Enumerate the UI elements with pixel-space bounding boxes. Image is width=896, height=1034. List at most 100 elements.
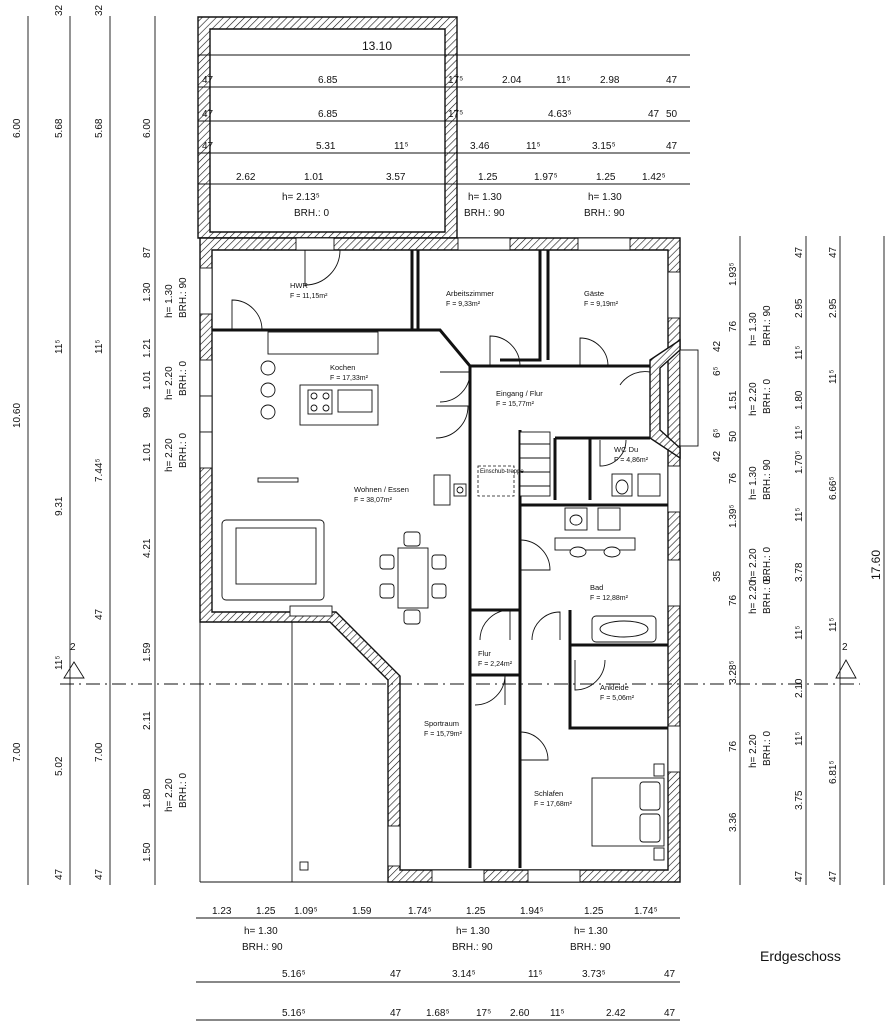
svg-text:11⁵: 11⁵ xyxy=(54,655,65,670)
svg-text:BRH.: 90: BRH.: 90 xyxy=(242,942,283,953)
svg-text:1.09⁵: 1.09⁵ xyxy=(294,906,318,917)
svg-text:3.15⁵: 3.15⁵ xyxy=(592,141,616,152)
svg-text:h= 2.20: h= 2.20 xyxy=(748,548,759,582)
svg-text:17⁵: 17⁵ xyxy=(448,75,463,86)
svg-text:47: 47 xyxy=(648,109,660,120)
svg-text:h= 1.30: h= 1.30 xyxy=(748,312,759,346)
svg-text:47: 47 xyxy=(666,141,678,152)
room-name-bad: Bad xyxy=(590,583,603,592)
bar-stool xyxy=(260,360,276,376)
room-name-sportraum: Sportraum xyxy=(424,719,459,728)
svg-text:3.28⁵: 3.28⁵ xyxy=(728,660,739,684)
svg-text:2.95: 2.95 xyxy=(794,298,805,318)
svg-text:47: 47 xyxy=(794,870,805,882)
svg-text:2.04: 2.04 xyxy=(502,75,522,86)
furniture xyxy=(221,331,665,871)
room-area-wohnen: F = 38,07m² xyxy=(354,497,393,504)
stair-hatch xyxy=(477,465,515,497)
svg-text:3.57: 3.57 xyxy=(386,172,406,183)
svg-text:1.25: 1.25 xyxy=(478,172,498,183)
svg-text:h= 2.20: h= 2.20 xyxy=(164,778,175,812)
svg-text:6.85: 6.85 xyxy=(318,75,338,86)
svg-text:5.31: 5.31 xyxy=(316,141,336,152)
garage-wall xyxy=(197,16,458,239)
room-name-wohnen: Wohnen / Essen xyxy=(354,485,409,494)
kitchen-counter xyxy=(267,331,379,355)
svg-text:BRH.: 0: BRH.: 0 xyxy=(178,361,189,396)
svg-text:h= 1.30: h= 1.30 xyxy=(244,926,278,937)
room-name-gaeste: Gäste xyxy=(584,289,604,298)
svg-text:11⁵: 11⁵ xyxy=(526,141,541,152)
svg-text:5.16⁵: 5.16⁵ xyxy=(282,1008,306,1019)
right-dimensions: 1.93⁵ 76 42 6⁵ 1.51 50 6⁵ 42 76 1.39⁵ 35… xyxy=(712,236,885,885)
svg-text:1.30: 1.30 xyxy=(142,282,153,302)
svg-text:1.01: 1.01 xyxy=(304,172,324,183)
svg-text:1.94⁵: 1.94⁵ xyxy=(520,906,544,917)
svg-text:2.10: 2.10 xyxy=(794,678,805,698)
svg-text:7.00: 7.00 xyxy=(94,742,105,762)
svg-text:6⁵: 6⁵ xyxy=(712,428,723,438)
svg-text:1.68⁵: 1.68⁵ xyxy=(426,1008,450,1019)
svg-text:1.39⁵: 1.39⁵ xyxy=(728,504,739,528)
svg-text:76: 76 xyxy=(728,472,739,484)
interior-walls xyxy=(212,250,668,868)
svg-text:1.21: 1.21 xyxy=(142,338,153,358)
svg-text:99: 99 xyxy=(142,406,153,418)
svg-text:50: 50 xyxy=(666,109,678,120)
svg-text:76: 76 xyxy=(728,740,739,752)
svg-text:3.75: 3.75 xyxy=(794,790,805,810)
svg-text:h= 2.20: h= 2.20 xyxy=(748,382,759,416)
svg-text:5.68: 5.68 xyxy=(94,118,105,138)
bar-stool xyxy=(260,404,276,420)
svg-text:11⁵: 11⁵ xyxy=(54,339,65,354)
svg-text:47: 47 xyxy=(794,246,805,258)
svg-text:1.70⁵: 1.70⁵ xyxy=(794,450,805,474)
svg-text:BRH.: 90: BRH.: 90 xyxy=(584,208,625,219)
svg-text:BRH.: 90: BRH.: 90 xyxy=(452,942,493,953)
svg-text:2.62: 2.62 xyxy=(236,172,256,183)
svg-text:1.74⁵: 1.74⁵ xyxy=(408,906,432,917)
svg-text:4.63⁵: 4.63⁵ xyxy=(548,109,572,120)
svg-text:6.00: 6.00 xyxy=(142,118,153,138)
svg-text:h= 2.13⁵: h= 2.13⁵ xyxy=(282,192,320,203)
svg-text:BRH.: 0: BRH.: 0 xyxy=(762,379,773,414)
svg-text:87: 87 xyxy=(142,246,153,258)
room-area-flur: F = 2,24m² xyxy=(478,661,513,668)
svg-text:47: 47 xyxy=(390,1008,402,1019)
svg-text:BRH.: 0: BRH.: 0 xyxy=(762,547,773,582)
svg-text:3.14⁵: 3.14⁵ xyxy=(452,969,476,980)
svg-text:1.25: 1.25 xyxy=(466,906,486,917)
svg-text:47: 47 xyxy=(54,868,65,880)
svg-text:h= 1.30: h= 1.30 xyxy=(468,192,502,203)
svg-text:47: 47 xyxy=(390,969,402,980)
dining-table xyxy=(397,547,429,609)
section-marker-right: 2 xyxy=(835,642,857,679)
svg-text:1.50: 1.50 xyxy=(142,842,153,862)
svg-text:1.51: 1.51 xyxy=(728,390,739,410)
svg-text:2.98: 2.98 xyxy=(600,75,620,86)
svg-text:11⁵: 11⁵ xyxy=(794,731,805,746)
room-name-ankleide: Ankleide xyxy=(600,683,629,692)
svg-text:1.80: 1.80 xyxy=(794,390,805,410)
house-walls xyxy=(199,237,699,883)
svg-text:4.21: 4.21 xyxy=(142,538,153,558)
room-area-schlafen: F = 17,68m² xyxy=(534,801,573,808)
svg-text:1.42⁵: 1.42⁵ xyxy=(642,172,666,183)
svg-text:BRH.: 0: BRH.: 0 xyxy=(178,433,189,468)
svg-text:BRH.: 90: BRH.: 90 xyxy=(464,208,505,219)
svg-text:11⁵: 11⁵ xyxy=(528,969,543,980)
svg-text:2: 2 xyxy=(842,642,848,653)
svg-text:1.74⁵: 1.74⁵ xyxy=(634,906,658,917)
svg-text:h= 2.20: h= 2.20 xyxy=(164,366,175,400)
drawing-title: Erdgeschoss xyxy=(760,948,841,964)
svg-text:47: 47 xyxy=(664,969,676,980)
svg-text:2: 2 xyxy=(70,642,76,653)
room-name-flur: Flur xyxy=(478,649,491,658)
room-name-hwr: HWR xyxy=(290,281,308,290)
svg-text:47: 47 xyxy=(828,870,839,882)
room-name-eingang: Eingang / Flur xyxy=(496,389,543,398)
svg-text:2.42: 2.42 xyxy=(606,1008,626,1019)
room-name-arbeitszimmer: Arbeitszimmer xyxy=(446,289,494,298)
svg-text:10.60: 10.60 xyxy=(12,403,23,428)
